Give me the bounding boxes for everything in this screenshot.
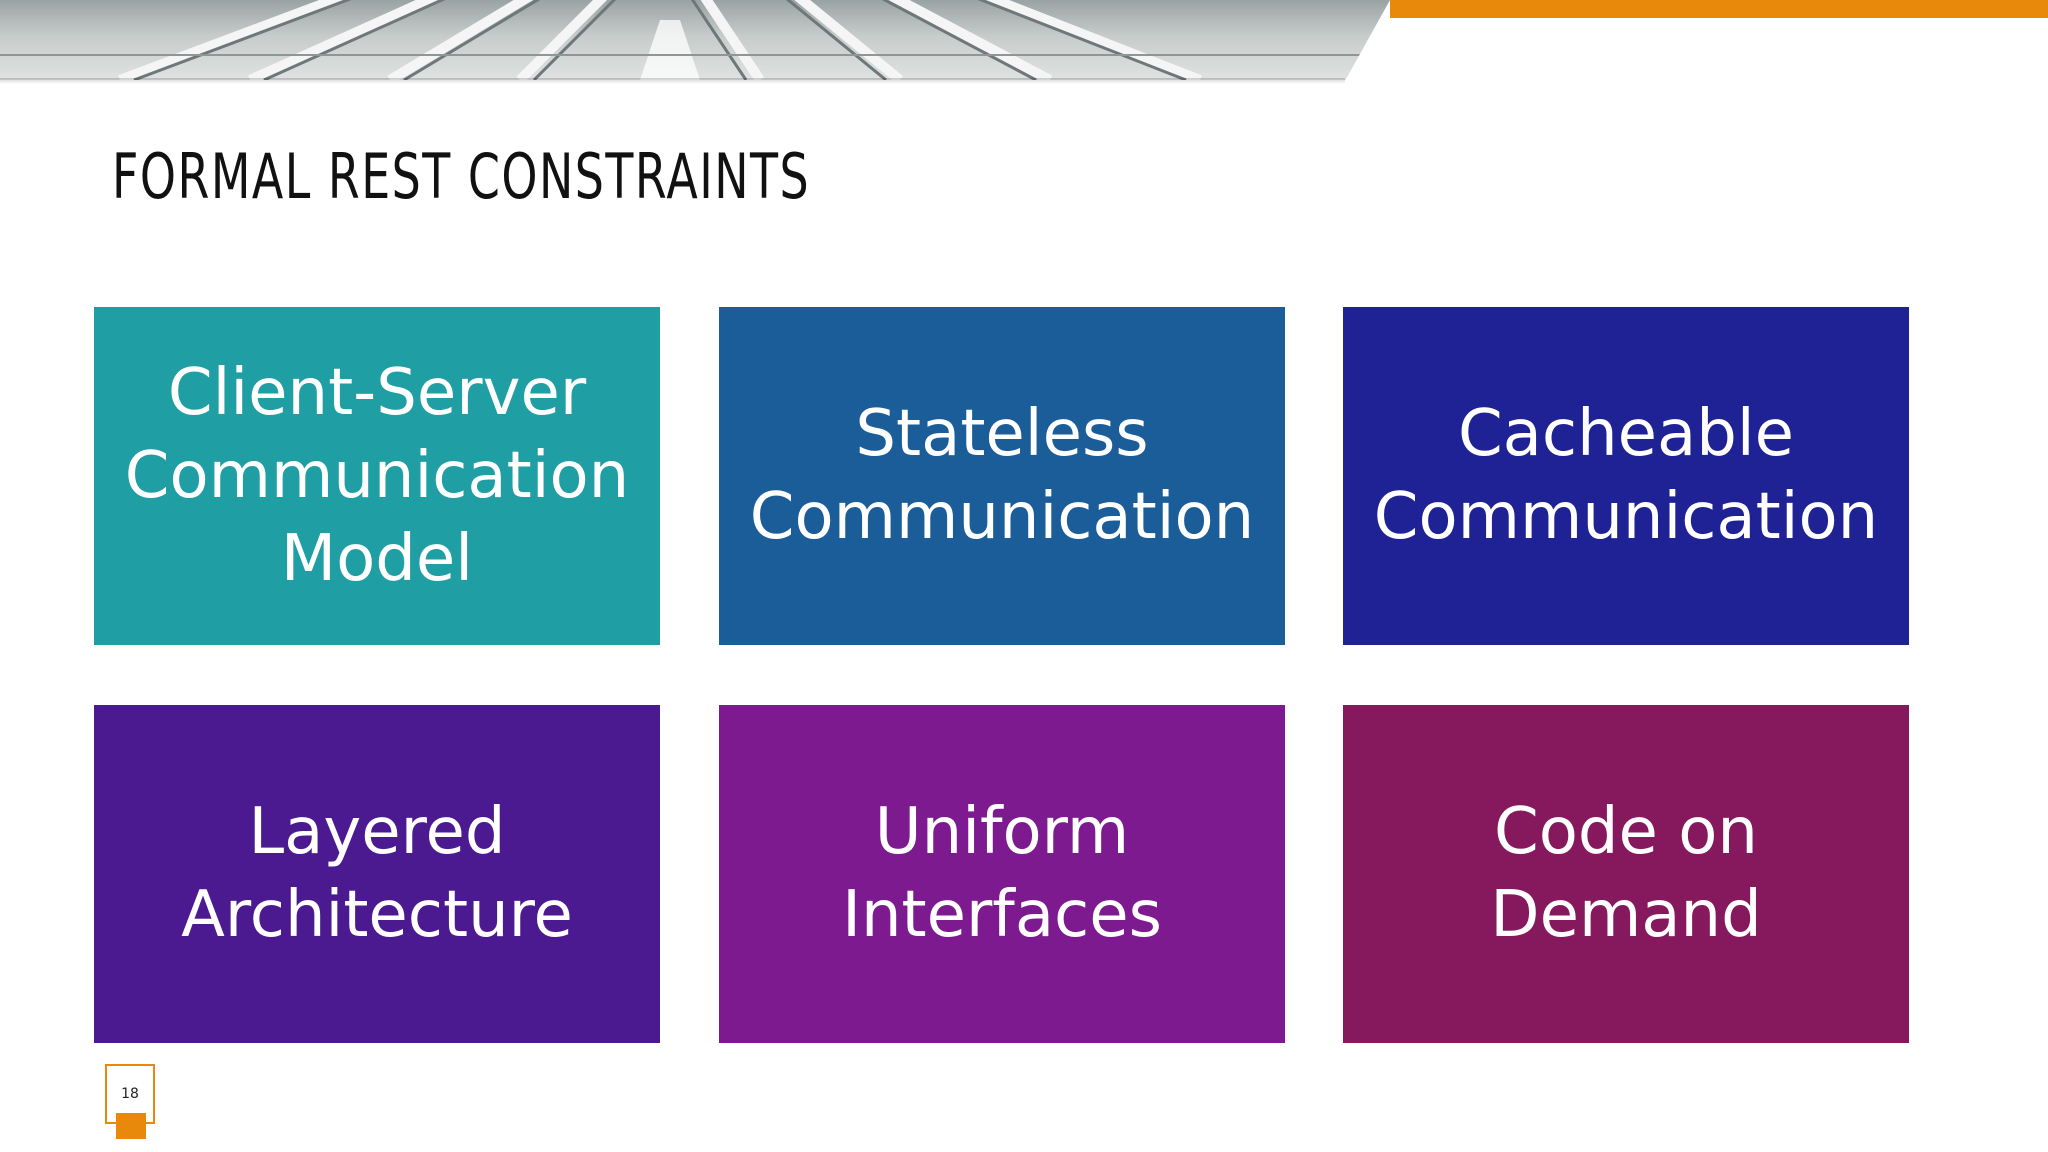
page-title: FORMAL REST CONSTRAINTS — [112, 140, 811, 213]
tile-label: Uniform Interfaces — [842, 795, 1162, 952]
tile-cacheable: Cacheable Communication — [1343, 307, 1909, 645]
tile-label: Layered Architecture — [181, 795, 573, 952]
header-shadow — [0, 78, 1345, 84]
tile-label: Client-Server Communication Model — [124, 355, 630, 596]
header-accent-bar — [1390, 0, 2048, 18]
tile-layered-architecture: Layered Architecture — [94, 705, 660, 1043]
skylight-beams — [0, 0, 1390, 80]
tile-uniform-interfaces: Uniform Interfaces — [719, 705, 1285, 1043]
tile-label: Stateless Communication — [749, 397, 1255, 554]
page-number-accent — [116, 1113, 146, 1139]
page-number-text: 18 — [121, 1086, 139, 1102]
tile-code-on-demand: Code on Demand — [1343, 705, 1909, 1043]
tile-label: Code on Demand — [1490, 795, 1762, 952]
tile-client-server: Client-Server Communication Model — [94, 307, 660, 645]
tile-stateless: Stateless Communication — [719, 307, 1285, 645]
header-photo-banner — [0, 0, 1390, 80]
tile-label: Cacheable Communication — [1373, 397, 1879, 554]
